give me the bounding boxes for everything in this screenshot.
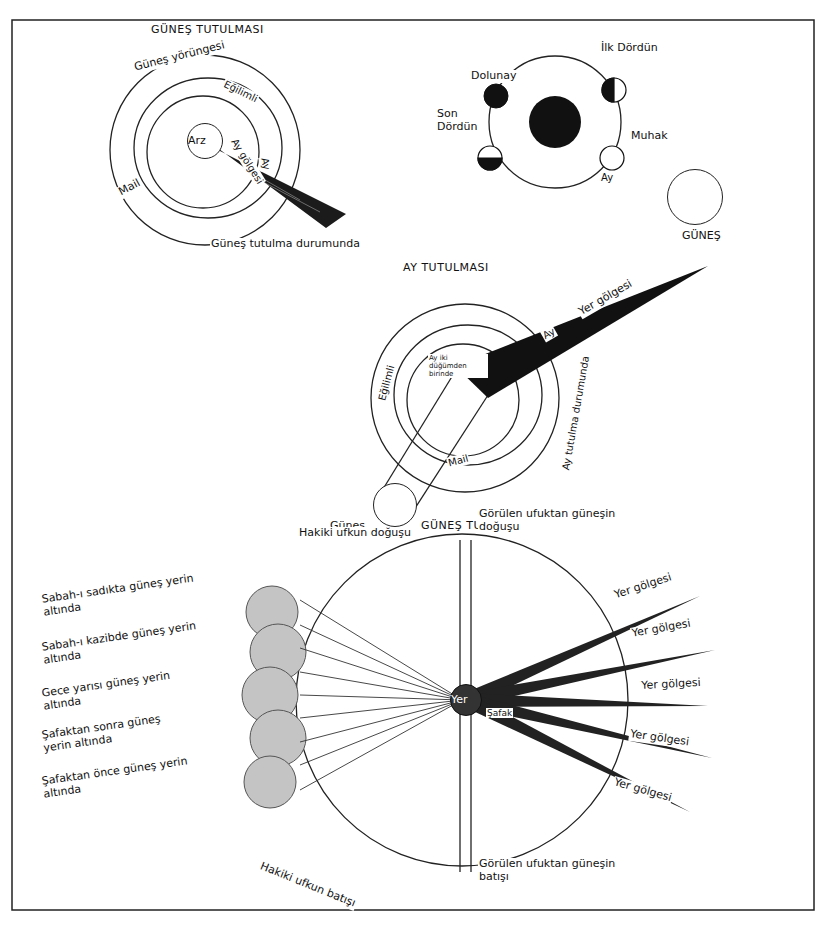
figure-label: Ay <box>259 156 273 172</box>
figure-label: Şafaktan sonra güneş yerin altında <box>40 709 194 755</box>
body-name: Yer <box>451 694 468 707</box>
light-ray <box>300 648 462 700</box>
body-circle: GÜNEŞ <box>667 169 723 225</box>
light-ray <box>300 600 462 700</box>
figure-label: Yer gölgesi <box>612 571 674 602</box>
light-ray <box>300 700 462 790</box>
figure-label: Şafaktan önce güneş yerin altında <box>40 755 194 801</box>
figure-label: Hakiki ufkun doğuşu <box>298 527 412 540</box>
light-ray <box>300 700 462 718</box>
body-name: GÜNEŞ <box>682 230 721 243</box>
figure-label: Son Dördün <box>436 108 482 133</box>
body-name: Arz <box>188 135 206 148</box>
light-ray <box>300 695 462 700</box>
figure-label: İlk Dördün <box>600 42 664 55</box>
figure-label: Yer gölgesi <box>612 776 674 805</box>
figure-label: Dolunay <box>470 70 517 83</box>
figure-label: Güneş tutulma durumunda <box>210 238 361 251</box>
light-ray <box>300 700 462 765</box>
figure-label: Görülen ufuktan güneşin doğuşu <box>478 508 630 533</box>
shadow-spike <box>463 694 690 812</box>
body-circle: Güneş <box>373 483 417 527</box>
figure-label: Muhak <box>630 130 669 143</box>
body-circle: Arz <box>187 123 223 159</box>
figure-label: Yer gölgesi <box>640 677 702 693</box>
figure-label: Ay <box>600 172 614 184</box>
figure-label: Ay tutulma durumunda <box>560 354 592 472</box>
figure-label: Görülen ufuktan güneşin batışı <box>478 858 630 883</box>
shadow-spike <box>465 650 715 707</box>
figure-label: Mail <box>116 177 143 200</box>
figure-title: GÜNEŞ TUTULMASI <box>150 24 265 37</box>
figure-label: Hakiki ufkun batışı <box>257 860 358 911</box>
light-ray <box>300 672 462 700</box>
light-ray <box>300 625 462 700</box>
figure-label: Sabah-ı sadıkta güneş yerin altında <box>40 571 204 619</box>
body-circle: Yer <box>450 684 482 716</box>
figure-title: AY TUTULMASI <box>402 262 490 275</box>
figure-label: Güneş yörüngesi <box>132 39 227 74</box>
figure-label: Sabah-ı kazibde güneş yerin altında <box>40 619 204 667</box>
figure-label: Yer gölgesi <box>630 617 693 640</box>
figure-label: Şafak <box>486 708 513 718</box>
shadow-spike <box>464 693 712 758</box>
figure-label: Ay iki düğümden birinde <box>428 354 488 378</box>
figure-label: Gece yarısı güneş yerin altında <box>40 667 194 713</box>
light-ray <box>300 700 462 742</box>
